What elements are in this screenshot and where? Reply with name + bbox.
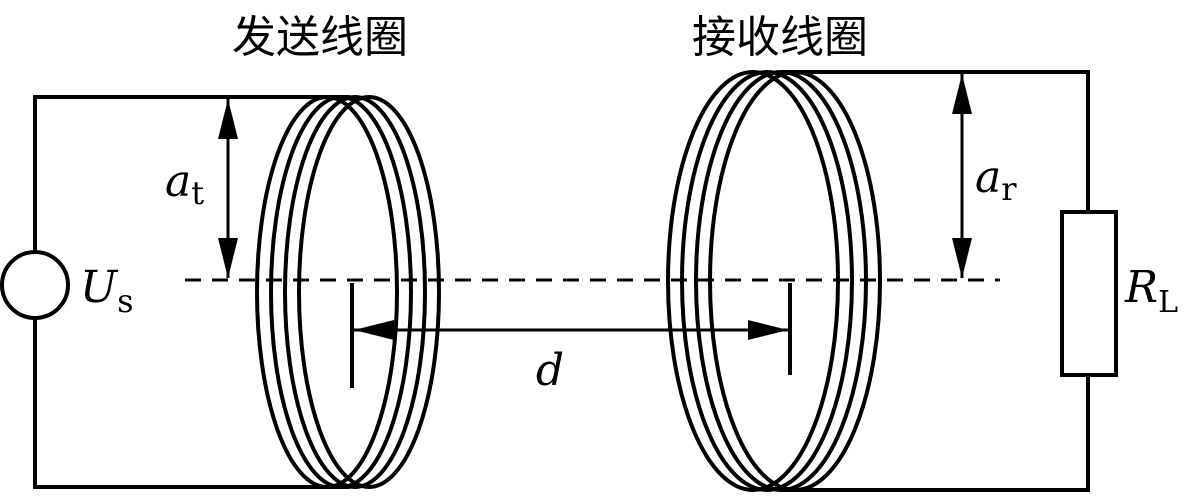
receive-circuit-wire (780, 70, 1090, 212)
distance-label: d (536, 345, 564, 396)
receive-radius-label: ar (975, 152, 1017, 208)
receive-coil-title: 接收线圈 (692, 12, 868, 63)
load-resistor-symbol (1060, 210, 1118, 377)
receive-radius-label-subscript: r (1001, 170, 1017, 208)
transmit-radius-label-subscript: t (191, 174, 204, 212)
transmit-circuit-wire-bottom (33, 318, 350, 489)
load-label-subscript: L (1158, 285, 1178, 320)
load-label-main: R (1124, 262, 1158, 313)
receive-radius-label-main: a (975, 152, 1001, 203)
receive-circuit-wire-bottom (780, 375, 1090, 492)
source-label-main: U (80, 262, 119, 313)
transmit-coil (255, 95, 441, 489)
transmit-radius-label-main: a (165, 156, 191, 207)
load-label: RL (1124, 262, 1178, 320)
source-label: Us (80, 262, 134, 320)
voltage-source-symbol (0, 250, 70, 320)
transmit-circuit-wire (33, 95, 350, 252)
transmit-coil-title: 发送线圈 (232, 12, 408, 63)
source-label-subscript: s (117, 282, 133, 320)
transmit-radius-label: at (165, 156, 204, 212)
